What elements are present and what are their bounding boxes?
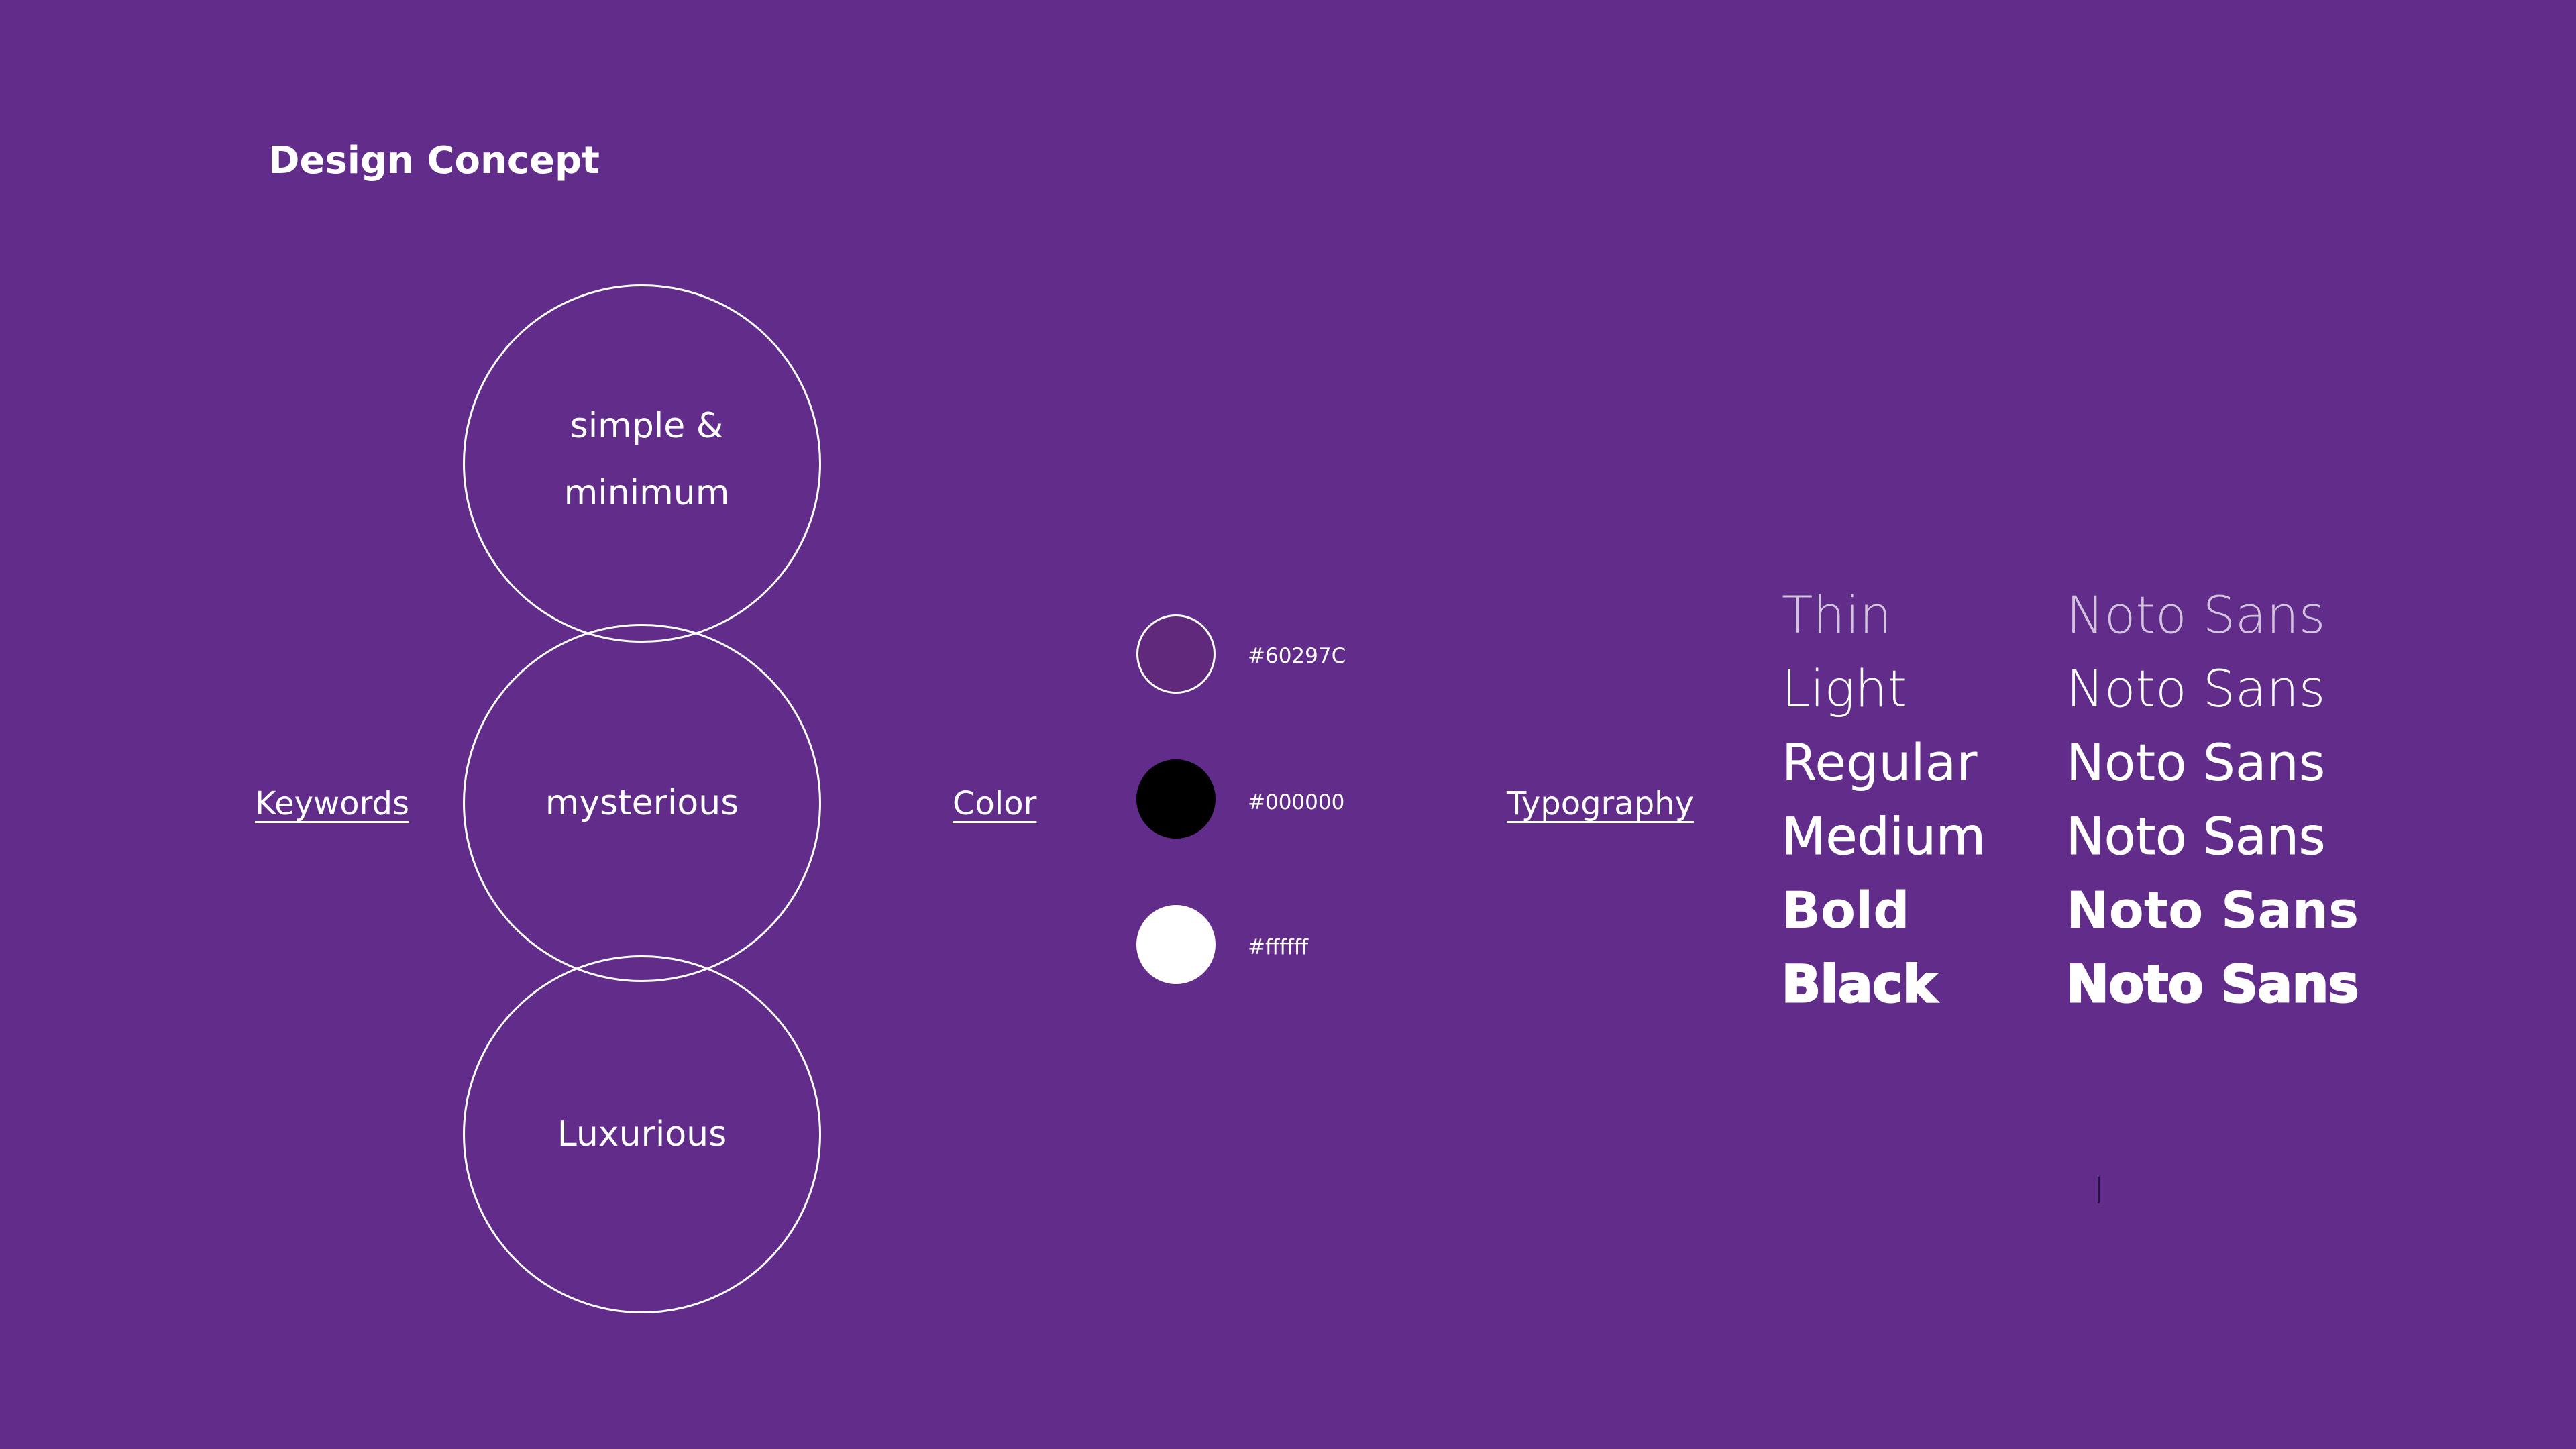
font-weight-name: Thin [1782, 585, 1892, 645]
keyword-text: simple & minimum [564, 406, 730, 513]
color-hex-label: #000000 [1248, 790, 1345, 814]
keyword-circle-mysterious: mysterious [463, 624, 821, 982]
font-sample: Noto Sans [2066, 659, 2326, 718]
keyword-circle-luxurious: Luxurious [463, 955, 821, 1313]
font-sample: Noto Sans [2066, 585, 2326, 645]
color-swatch-purple [1136, 614, 1216, 694]
text-cursor [2098, 1177, 2100, 1203]
font-weight-name: Bold [1782, 880, 1910, 940]
typography-link[interactable]: Typography [1507, 785, 1694, 822]
color-hex-label: #ffffff [1248, 935, 1309, 959]
font-weight-name: Black [1781, 953, 1938, 1015]
page-title: Design Concept [268, 139, 600, 182]
font-weight-name: Regular [1782, 733, 1978, 792]
color-swatch-white [1136, 905, 1216, 984]
keyword-circle-simple-minimum: simple & minimum [463, 284, 821, 643]
font-weight-name: Medium [1782, 806, 1986, 867]
keyword-text: mysterious [545, 783, 739, 823]
font-sample: Noto Sans [2065, 953, 2359, 1015]
color-link[interactable]: Color [953, 785, 1037, 822]
font-sample: Noto Sans [2065, 806, 2326, 867]
keyword-text: Luxurious [557, 1114, 727, 1155]
color-hex-label: #60297C [1248, 644, 1346, 668]
font-sample: Noto Sans [2066, 880, 2359, 940]
color-swatch-black [1136, 759, 1216, 839]
font-sample: Noto Sans [2066, 733, 2326, 792]
keywords-link[interactable]: Keywords [255, 785, 410, 822]
font-weight-name: Light [1782, 659, 1908, 718]
